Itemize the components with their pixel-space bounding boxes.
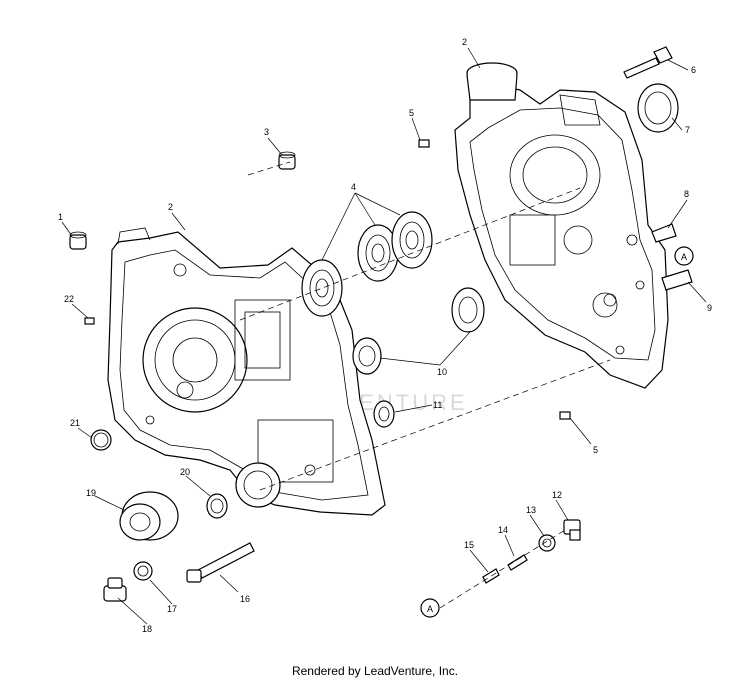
dowel-pin-5-bottom xyxy=(559,411,571,420)
reference-label-upper: A xyxy=(681,252,687,262)
callout-16: 16 xyxy=(240,594,250,604)
reference-label-lower: A xyxy=(427,604,433,614)
callout-20: 20 xyxy=(180,467,190,477)
left-crankcase xyxy=(107,227,386,516)
bushing-1 xyxy=(69,231,87,250)
callout-8: 8 xyxy=(684,189,689,199)
bolt-16 xyxy=(186,542,255,583)
callout-5-bottom: 5 xyxy=(593,445,598,455)
callout-12: 12 xyxy=(552,490,562,500)
fitting-9 xyxy=(661,269,693,291)
callout-4: 4 xyxy=(351,182,356,192)
bearing-large-3 xyxy=(391,211,433,269)
seal-20 xyxy=(206,493,228,519)
bushing-3 xyxy=(278,151,296,170)
callout-7: 7 xyxy=(685,125,690,135)
plug-12 xyxy=(563,519,581,541)
dowel-pin-5-top xyxy=(418,139,430,148)
washer-17 xyxy=(133,561,153,581)
footer-credit: Rendered by LeadVenture, Inc. xyxy=(291,664,459,678)
callout-6: 6 xyxy=(691,65,696,75)
callout-10: 10 xyxy=(437,367,447,377)
callout-14: 14 xyxy=(498,525,508,535)
callout-3: 3 xyxy=(264,127,269,137)
bearing-medium-1 xyxy=(451,287,485,333)
callout-22: 22 xyxy=(64,294,74,304)
callout-15: 15 xyxy=(464,540,474,550)
bearing-small xyxy=(373,400,395,428)
callout-19: 19 xyxy=(86,488,96,498)
callout-13: 13 xyxy=(526,505,536,515)
oil-seal xyxy=(637,83,679,133)
dowel-pin-22 xyxy=(84,317,95,325)
cover-19 xyxy=(119,491,179,541)
leader-lines xyxy=(61,47,707,625)
callout-2-left: 2 xyxy=(168,202,173,212)
bearing-medium-2 xyxy=(352,337,382,375)
callout-11: 11 xyxy=(433,400,442,410)
reference-marker-a-upper: A xyxy=(674,246,694,266)
callout-2-right: 2 xyxy=(462,37,467,47)
callout-17: 17 xyxy=(167,604,177,614)
callout-21: 21 xyxy=(70,418,80,428)
bolt-6 xyxy=(623,46,673,79)
callout-18: 18 xyxy=(142,624,152,634)
fitting-8 xyxy=(651,223,677,243)
spring-14 xyxy=(507,554,528,571)
drain-plug-18 xyxy=(103,577,127,602)
callout-1: 1 xyxy=(58,212,63,222)
right-crankcase xyxy=(454,62,669,389)
bearing-large-1 xyxy=(301,259,343,317)
reference-marker-a-lower: A xyxy=(420,598,440,618)
callout-5-top: 5 xyxy=(409,108,414,118)
callout-9: 9 xyxy=(707,303,712,313)
